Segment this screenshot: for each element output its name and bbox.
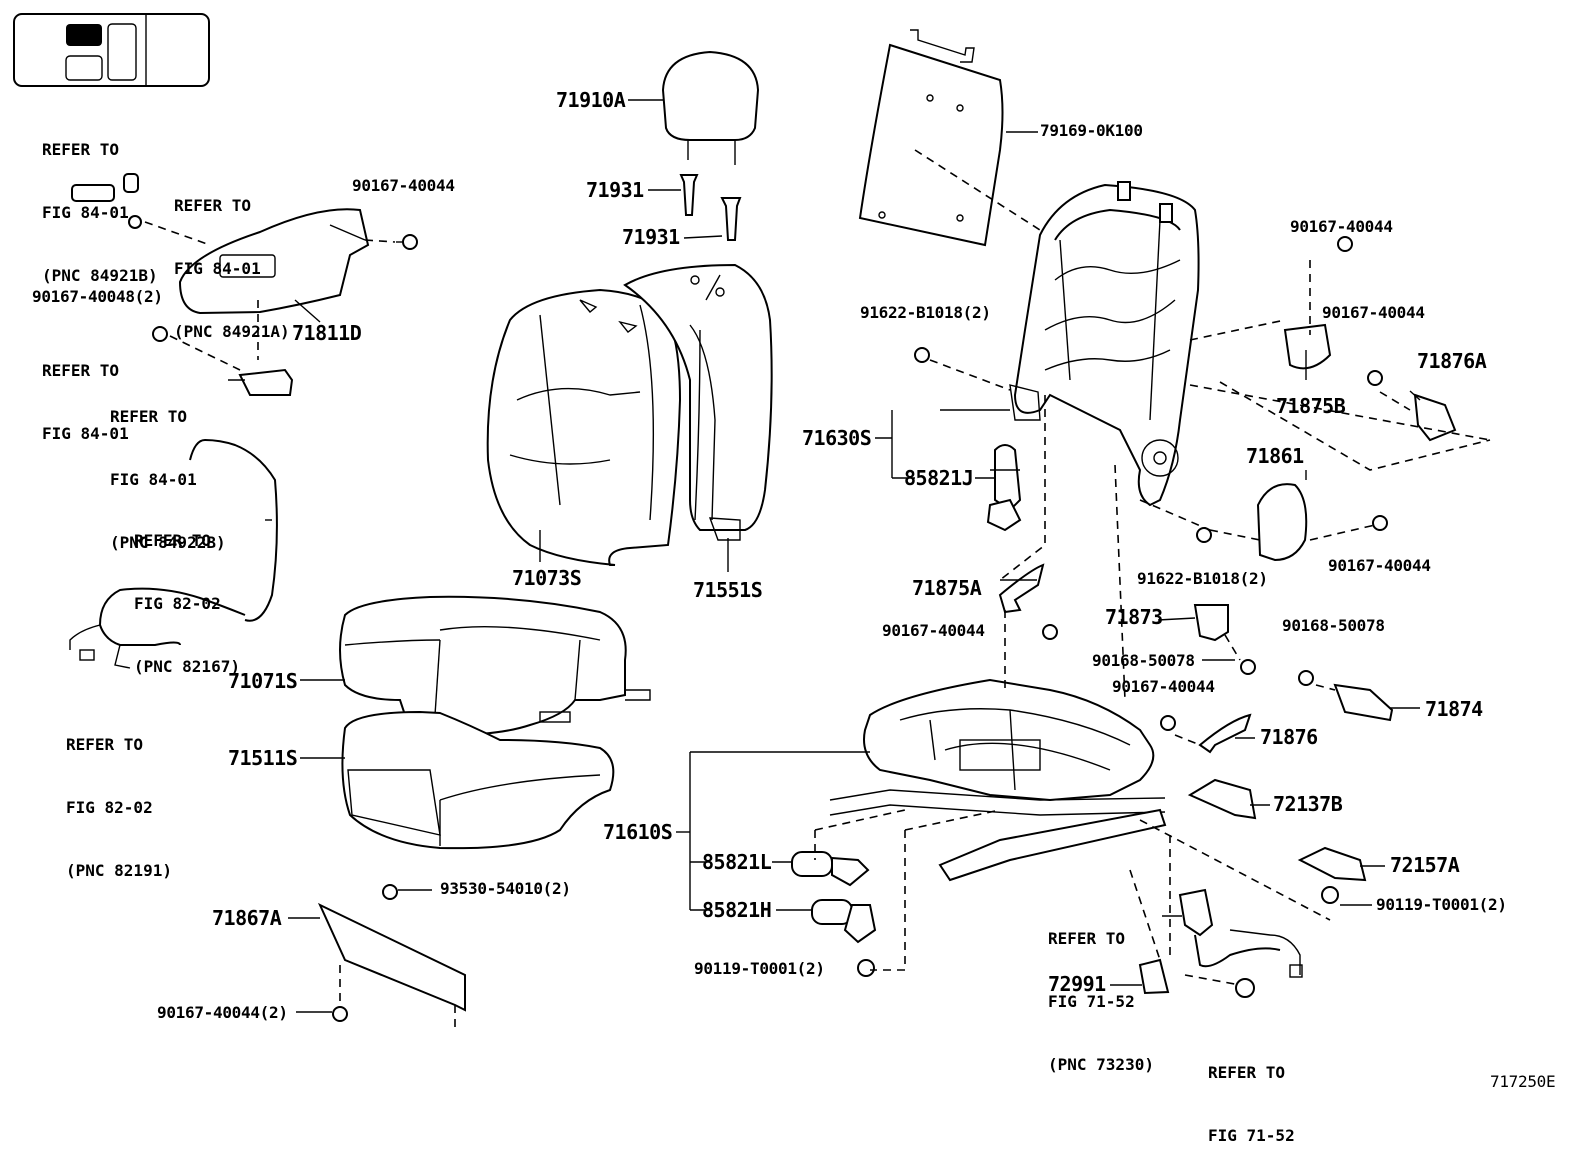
refer-note-73230: REFER TO FIG 71-52 (PNC 73230) bbox=[1048, 886, 1154, 1096]
callout-90167-40044-right-3: 90167-40044 bbox=[1328, 556, 1431, 575]
refer-line: FIG 84-01 bbox=[110, 470, 197, 489]
refer-line: (PNC 84921B) bbox=[42, 266, 158, 285]
callout-85821J: 85821J bbox=[904, 466, 974, 490]
callout-90167-40044-right-2: 90167-40044 bbox=[1322, 303, 1425, 322]
brackets-drawing bbox=[998, 323, 1457, 882]
callout-71811D: 71811D bbox=[292, 321, 362, 345]
seat-cushion-pad-drawing bbox=[341, 710, 615, 850]
recliner-motor-drawing bbox=[986, 444, 1022, 532]
callout-71874: 71874 bbox=[1425, 697, 1483, 721]
callout-90167-40044-right-1: 90167-40044 bbox=[1290, 217, 1393, 236]
refer-note-84922B: REFER TO FIG 84-01 (PNC 84922B) bbox=[110, 364, 226, 574]
callout-90167-40044-lower: 90167-40044 bbox=[1112, 677, 1215, 696]
callout-71511S: 71511S bbox=[228, 746, 298, 770]
callout-90168-50078-left: 90168-50078 bbox=[1092, 651, 1195, 670]
seat-adjuster-drawing bbox=[829, 678, 1167, 882]
callout-72137B: 72137B bbox=[1273, 792, 1343, 816]
callout-71931-upper: 71931 bbox=[586, 178, 644, 202]
callout-79169-0K100: 79169-0K100 bbox=[1040, 121, 1143, 140]
switch-knobs-drawing bbox=[71, 173, 139, 202]
seatbelt-buckle-drawing bbox=[1138, 888, 1303, 995]
callout-71876: 71876 bbox=[1260, 725, 1318, 749]
callout-71931-lower: 71931 bbox=[622, 225, 680, 249]
refer-line: FIG 84-01 bbox=[42, 424, 129, 443]
callout-90119-T0001-left: 90119-T0001(2) bbox=[694, 959, 825, 978]
callout-71867A: 71867A bbox=[212, 906, 282, 930]
refer-line: REFER TO bbox=[1208, 1063, 1286, 1082]
diagram-drawing bbox=[13, 13, 1491, 1030]
refer-line: REFER TO bbox=[42, 361, 120, 380]
seat-cushion-cover-drawing bbox=[339, 595, 651, 737]
figure-id: 717250E bbox=[1490, 1072, 1556, 1091]
callout-90119-T0001-right: 90119-T0001(2) bbox=[1376, 895, 1507, 914]
refer-note-71-52: REFER TO FIG 71-52 bbox=[1208, 1020, 1295, 1167]
refer-line: (PNC 84922B) bbox=[110, 533, 226, 552]
refer-note-84921B: REFER TO FIG 84-01 (PNC 84921B) bbox=[42, 97, 158, 307]
slide-motors-drawing bbox=[791, 851, 877, 944]
seatback-frame-drawing bbox=[1009, 181, 1200, 507]
refer-line: REFER TO bbox=[1048, 929, 1126, 948]
callout-93530-54010: 93530-54010(2) bbox=[440, 879, 571, 898]
refer-note-84921A: REFER TO FIG 84-01 (PNC 84921A) bbox=[174, 153, 290, 363]
refer-line: FIG 82-02 bbox=[134, 594, 221, 613]
refer-line: FIG 84-01 bbox=[42, 203, 129, 222]
callout-71071S: 71071S bbox=[228, 669, 298, 693]
callout-71873: 71873 bbox=[1105, 605, 1163, 629]
callout-71630S: 71630S bbox=[802, 426, 872, 450]
callout-71876A: 71876A bbox=[1417, 349, 1487, 373]
back-board-drawing bbox=[858, 29, 1004, 247]
seat-locator-icon bbox=[13, 13, 210, 87]
refer-note-84-01: REFER TO FIG 84-01 bbox=[42, 318, 129, 465]
callout-85821L: 85821L bbox=[702, 850, 772, 874]
callout-71875B: 71875B bbox=[1276, 394, 1346, 418]
callout-71610S: 71610S bbox=[603, 820, 673, 844]
callout-72991: 72991 bbox=[1048, 972, 1106, 996]
refer-line: FIG 71-52 bbox=[1208, 1126, 1295, 1145]
fasteners bbox=[128, 215, 1388, 1022]
refer-line: (PNC 73230) bbox=[1048, 1055, 1154, 1074]
refer-line: FIG 71-52 bbox=[1048, 992, 1135, 1011]
refer-note-82167: REFER TO FIG 82-02 (PNC 82167) bbox=[134, 488, 240, 698]
callout-90168-50078-right: 90168-50078 bbox=[1282, 616, 1385, 635]
refer-line: REFER TO bbox=[66, 735, 144, 754]
callout-71910A: 71910A bbox=[556, 88, 626, 112]
callout-85821H: 85821H bbox=[702, 898, 772, 922]
callout-90167-40044-bottom: 90167-40044(2) bbox=[157, 1003, 288, 1022]
refer-line: REFER TO bbox=[174, 196, 252, 215]
switch-base-drawing bbox=[238, 368, 294, 396]
refer-line: REFER TO bbox=[110, 407, 188, 426]
callout-91622-B1018-lower: 91622-B1018(2) bbox=[1137, 569, 1268, 588]
side-shield-drawing bbox=[178, 208, 370, 315]
refer-line: REFER TO bbox=[42, 140, 120, 159]
callout-91622-B1018-upper: 91622-B1018(2) bbox=[860, 303, 991, 322]
callout-72157A: 72157A bbox=[1390, 853, 1460, 877]
wire-harness-drawing bbox=[69, 438, 278, 669]
assembly-lines bbox=[339, 149, 1491, 1030]
refer-line: (PNC 82167) bbox=[134, 657, 240, 676]
callout-90167-40048: 90167-40048(2) bbox=[32, 287, 163, 306]
seatback-pad-drawing bbox=[623, 263, 773, 541]
callout-71073S: 71073S bbox=[512, 566, 582, 590]
refer-line: (PNC 84921A) bbox=[174, 322, 290, 341]
headrest-drawing bbox=[661, 50, 760, 241]
refer-line: REFER TO bbox=[134, 531, 212, 550]
callout-71551S: 71551S bbox=[693, 578, 763, 602]
callout-90167-40044-middle: 90167-40044 bbox=[882, 621, 985, 640]
trim-panel-drawing bbox=[317, 902, 466, 1012]
refer-line: FIG 82-02 bbox=[66, 798, 153, 817]
seatback-cover-drawing bbox=[486, 288, 682, 566]
callout-71875A: 71875A bbox=[912, 576, 982, 600]
refer-line: FIG 84-01 bbox=[174, 259, 261, 278]
parts-diagram: 71910A 71931 71931 79169-0K100 71811D 90… bbox=[13, 13, 1556, 1145]
refer-line: (PNC 82191) bbox=[66, 861, 172, 880]
callout-90167-40044-top: 90167-40044 bbox=[352, 176, 455, 195]
refer-note-82191: REFER TO FIG 82-02 (PNC 82191) bbox=[66, 692, 172, 902]
callout-71861: 71861 bbox=[1246, 444, 1304, 468]
